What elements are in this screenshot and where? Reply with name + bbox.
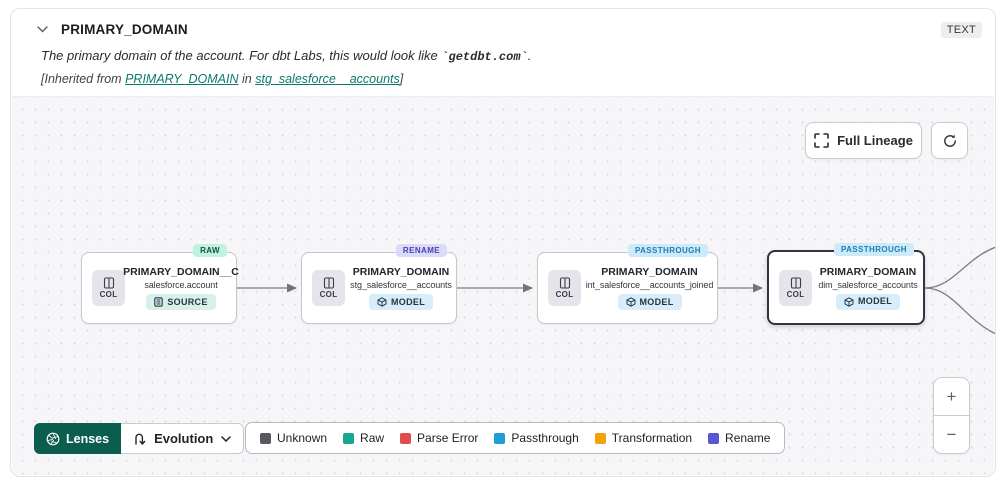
- node-model-name: dim_salesforce_accounts: [818, 279, 918, 290]
- legend-label: Raw: [360, 431, 385, 445]
- legend-swatch: [400, 432, 412, 444]
- legend-swatch: [260, 432, 271, 444]
- collapse-chevron-icon[interactable]: [31, 20, 53, 38]
- node-body: PRIMARY_DOMAIN dim_salesforce_accounts M…: [818, 265, 918, 310]
- resource-type-label: MODEL: [858, 296, 892, 306]
- legend-swatch: [343, 432, 355, 444]
- node-column-name: PRIMARY_DOMAIN: [819, 265, 917, 278]
- legend-label: Transformation: [611, 431, 693, 445]
- column-lineage-panel: PRIMARY_DOMAIN TEXT The primary domain o…: [10, 8, 996, 477]
- resource-type-badge: MODEL: [369, 294, 433, 310]
- legend-item-parse-error: Parse Error: [400, 431, 478, 445]
- inherited-model-link[interactable]: stg_salesforce__accounts: [255, 72, 400, 86]
- lineage-canvas[interactable]: RAW COL PRIMARY_DOMAIN__C salesforce.acc…: [12, 96, 995, 475]
- evolution-type-badge: PASSTHROUGH: [833, 243, 914, 256]
- evolution-type-badge: RAW: [193, 244, 227, 257]
- chevron-down-icon: [221, 435, 232, 442]
- lens-aperture-icon: [46, 432, 60, 445]
- zoom-in-button[interactable]: +: [934, 378, 969, 416]
- evolution-icon: [135, 433, 146, 445]
- column-name-title: PRIMARY_DOMAIN: [61, 21, 188, 37]
- col-label: COL: [99, 290, 118, 299]
- legend-item-rename: Rename: [708, 431, 770, 445]
- column-header: PRIMARY_DOMAIN TEXT The primary domain o…: [11, 9, 995, 96]
- legend-swatch: [708, 432, 720, 444]
- column-icon-box: COL: [312, 270, 345, 306]
- lineage-node-intermediate-column[interactable]: PASSTHROUGH COL PRIMARY_DOMAIN int_sales…: [537, 244, 718, 324]
- inherited-middle: in: [238, 72, 256, 86]
- inherited-column-link[interactable]: PRIMARY_DOMAIN: [125, 72, 239, 86]
- lineage-node-staging-column[interactable]: RENAME COL PRIMARY_DOMAIN stg_salesforce…: [301, 244, 457, 324]
- evolution-legend: Unknown Raw Parse Error Passthrough Tran…: [245, 422, 786, 454]
- description-text: The primary domain of the account. For d…: [41, 48, 442, 63]
- refresh-icon: [943, 134, 956, 147]
- legend-item-transformation: Transformation: [594, 431, 693, 445]
- resource-type-label: MODEL: [391, 296, 425, 307]
- column-icon: [103, 277, 114, 289]
- evolution-type-badge: PASSTHROUGH: [627, 244, 708, 257]
- legend-label: Rename: [725, 431, 771, 445]
- legend-item-unknown: Unknown: [260, 431, 327, 445]
- col-label: COL: [786, 289, 805, 299]
- inherited-prefix: [Inherited from: [41, 72, 126, 86]
- full-lineage-button[interactable]: Full Lineage: [805, 122, 922, 159]
- resource-type-badge: MODEL: [617, 294, 682, 310]
- legend-label: Unknown: [277, 431, 328, 445]
- column-icon: [559, 277, 570, 289]
- data-type-badge: TEXT: [940, 22, 982, 38]
- column-icon: [323, 277, 334, 289]
- resource-type-badge: MODEL: [836, 293, 900, 310]
- description-code: `getdbt.com`: [441, 50, 528, 64]
- full-lineage-label: Full Lineage: [837, 133, 913, 148]
- node-model-name: int_salesforce__accounts_joined: [585, 280, 714, 290]
- lenses-toolbar: Lenses Evolution: [34, 423, 245, 454]
- evolution-type-badge: RENAME: [395, 244, 447, 257]
- inherited-from-line: [Inherited from PRIMARY_DOMAIN in stg_sa…: [31, 72, 981, 86]
- model-icon: [377, 297, 387, 307]
- legend-item-raw: Raw: [343, 431, 384, 445]
- column-icon-box: COL: [548, 270, 581, 306]
- zoom-controls: + −: [933, 377, 970, 454]
- node-column-name: PRIMARY_DOMAIN__C: [123, 266, 239, 278]
- node-body: PRIMARY_DOMAIN__C salesforce.account SOU…: [123, 266, 239, 310]
- refresh-button[interactable]: [931, 122, 968, 159]
- description-period: .: [527, 48, 532, 63]
- column-icon: [790, 276, 801, 289]
- legend-label: Parse Error: [417, 431, 479, 445]
- col-label: COL: [555, 290, 574, 299]
- resource-type-label: SOURCE: [167, 296, 208, 307]
- lineage-node-source-column[interactable]: RAW COL PRIMARY_DOMAIN__C salesforce.acc…: [81, 244, 239, 324]
- lenses-button[interactable]: Lenses: [34, 423, 122, 454]
- legend-swatch: [594, 432, 606, 444]
- column-description: The primary domain of the account. For d…: [31, 48, 981, 64]
- node-model-name: salesforce.account: [144, 280, 218, 290]
- node-column-name: PRIMARY_DOMAIN: [601, 266, 698, 278]
- node-model-name: stg_salesforce__accounts: [350, 280, 452, 290]
- col-label: COL: [319, 290, 338, 299]
- resource-type-badge: SOURCE: [146, 294, 216, 310]
- lens-select-dropdown[interactable]: Evolution: [121, 423, 245, 454]
- lenses-label: Lenses: [66, 431, 110, 446]
- title-row: PRIMARY_DOMAIN TEXT: [31, 17, 982, 41]
- node-body: PRIMARY_DOMAIN int_salesforce__accounts_…: [586, 266, 713, 310]
- column-icon-box: COL: [779, 269, 812, 306]
- source-icon: [154, 297, 164, 307]
- legend-item-passthrough: Passthrough: [494, 431, 579, 445]
- model-icon: [626, 297, 635, 307]
- zoom-out-button[interactable]: −: [934, 416, 969, 453]
- expand-icon: [814, 133, 829, 148]
- inherited-suffix: ]: [399, 72, 404, 86]
- column-icon-box: COL: [92, 270, 125, 306]
- legend-label: Passthrough: [511, 431, 579, 445]
- lineage-node-dim-column[interactable]: PASSTHROUGH COL PRIMARY_DOMAIN dim_sales…: [767, 243, 925, 325]
- node-column-name: PRIMARY_DOMAIN: [352, 266, 450, 278]
- model-icon: [844, 296, 854, 307]
- node-body: PRIMARY_DOMAIN stg_salesforce__accounts …: [350, 266, 452, 310]
- legend-swatch: [494, 432, 506, 444]
- resource-type-label: MODEL: [639, 296, 674, 307]
- selected-lens-label: Evolution: [154, 431, 214, 446]
